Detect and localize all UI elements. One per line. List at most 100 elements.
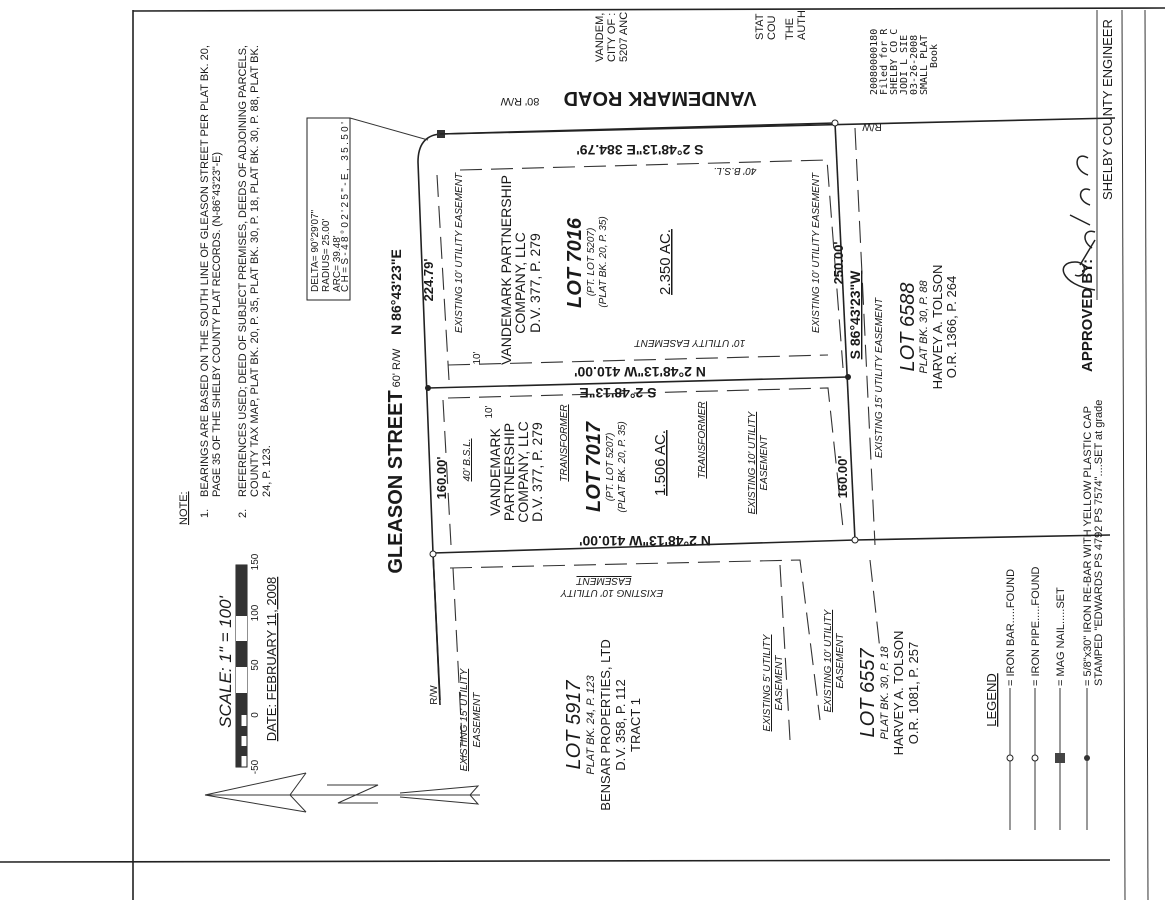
note-line: PAGE 35 OF THE SHELBY COUNTY PLAT RECORD… bbox=[211, 152, 223, 497]
lot-acreage: 1.506 AC. bbox=[652, 430, 669, 496]
lot-line: PLAT BK. 30, P. 88 bbox=[918, 280, 930, 374]
transformer-label: TRANSFORMER bbox=[697, 401, 708, 478]
stamp-line: Book bbox=[929, 44, 940, 68]
lot-line: TRACT 1 bbox=[628, 698, 643, 752]
legend: LEGEND = IRON BAR.....FOUND = IRON PIPE.… bbox=[984, 400, 1105, 830]
note-number: 2. bbox=[237, 509, 249, 518]
owner-fragment: VANDEM, CITY OF : 5207 ANC STAT COU THE … bbox=[594, 10, 808, 62]
note-line: COUNTY TAX MAP, PLAT BK. 20, P. 35, PLAT… bbox=[249, 45, 261, 497]
lot-number: LOT 7016 bbox=[564, 217, 586, 308]
east-bearing: S 86°43'23"W bbox=[847, 270, 863, 360]
north-arrow-icon bbox=[204, 772, 480, 813]
easement-label: EXISTING 10' UTILITY EASEMENT bbox=[811, 172, 822, 333]
easement-label: EXISTING 5' UTILITY bbox=[762, 633, 773, 731]
curve-line: RADIUS= 25.00' bbox=[321, 219, 332, 292]
lot-sub: (PLAT BK. 20, P. 35) bbox=[598, 216, 609, 307]
owner-line: D.V. 377, P. 279 bbox=[527, 233, 543, 333]
road-rw: 80' R/W bbox=[500, 95, 539, 107]
lot-number: LOT 5917 bbox=[563, 680, 585, 770]
plat-date: DATE: FEBRUARY 11, 2008 bbox=[264, 577, 279, 742]
easement-label: EXISTING 15' UTILITY EASEMENT bbox=[874, 297, 885, 458]
building-setback: 40' B.S.L. bbox=[462, 438, 473, 481]
scale-bar: SCALE: 1" = 100' -50 0 50 100 150 DATE: … bbox=[216, 553, 279, 774]
curve-data: DELTA= 90°29'07" RADIUS= 25.00' ARC= 39.… bbox=[306, 117, 445, 301]
note-number: 1. bbox=[199, 509, 211, 518]
lot-6588: EXISTING 15' UTILITY EASEMENT LOT 6588 P… bbox=[874, 265, 959, 458]
lot-7016: VANDEMARK PARTNERSHIP COMPANY, LLC D.V. … bbox=[454, 165, 822, 365]
easement-label: EXISTING 10' UTILITY bbox=[823, 608, 834, 712]
county-engineer-title: SHELBY COUNTY ENGINEER bbox=[1100, 19, 1115, 200]
owner-line: D.V. 377, P. 279 bbox=[529, 422, 545, 522]
stamp-line: 03-26-2008 bbox=[909, 35, 920, 95]
owner-fragment-line: CITY OF : bbox=[606, 13, 618, 62]
offset-label: 10' bbox=[472, 351, 483, 364]
curve-line: CH=S-48°02'25"-E, 35.50' bbox=[340, 122, 351, 292]
dimensions: S 2°48'13"E 384.79' 224.79' 160.00' 250.… bbox=[421, 142, 863, 549]
easement-label: EASEMENT bbox=[576, 575, 632, 586]
street-bearing: N 86°43'23"E bbox=[388, 249, 404, 335]
rw-label: R/W bbox=[862, 121, 882, 132]
mid-line-bearing: N 2°48'13"W 410.00' bbox=[574, 364, 706, 380]
lot-line: PLAT BK. 24, P. 123 bbox=[585, 674, 597, 774]
owner-line: VANDEMARK PARTNERSHIP bbox=[498, 175, 514, 365]
easement-label: EXISTING 15' UTILITY bbox=[459, 667, 470, 771]
legend-item: = 5/8"x30" IRON RE-BAR WITH YELLOW PLAST… bbox=[1082, 406, 1094, 686]
owner-line: COMPANY, LLC bbox=[512, 232, 528, 333]
recording-stamp: 20080000180 Filed for R SHELBY CO C JODI… bbox=[869, 28, 940, 95]
easement-label: EASEMENT bbox=[774, 655, 785, 711]
easement-label: 10' UTILITY EASEMENT bbox=[634, 337, 746, 348]
lot-line: D.V. 358, P. 112 bbox=[613, 679, 628, 771]
rw-label: R/W bbox=[429, 685, 440, 705]
owner-line: VANDEMARK bbox=[487, 428, 503, 516]
lot-line: BENSAR PROPERTIES, LTD bbox=[598, 639, 613, 810]
easement-label: EXISTING 10' UTILITY bbox=[559, 587, 663, 598]
stamp-line: JODI L SIE bbox=[899, 35, 910, 95]
south-line-bearing: N 2°48'13"W 410.00' bbox=[579, 533, 711, 549]
lot-sub: (PT. LOT 5207) bbox=[605, 433, 616, 502]
auth-fragment: AUTH bbox=[796, 10, 808, 40]
lot-6557: EXISTING 5' UTILITY EASEMENT EXISTING 10… bbox=[762, 608, 921, 755]
iron-bar-icon bbox=[1006, 754, 1014, 762]
county-fragment: COU bbox=[766, 16, 778, 41]
lot-line: O.R. 1366, P. 264 bbox=[944, 276, 959, 378]
lot-line: PLAT BK. 30, P. 18 bbox=[879, 646, 891, 740]
sheet-border bbox=[0, 7, 1165, 900]
lot-acreage: 2.350 AC. bbox=[657, 229, 674, 295]
approval-block: APPROVED BY: SHELBY COUNTY ENGINEER bbox=[1062, 10, 1115, 372]
offset-label: 10' bbox=[484, 405, 495, 418]
east-dimension: 250.00' bbox=[831, 242, 846, 285]
lot-line: HARVEY A. TOLSON bbox=[891, 631, 906, 756]
street-rw: 60' R/W bbox=[391, 348, 403, 387]
stamp-line: SMALL PLAT bbox=[919, 35, 930, 95]
vandemark-road: VANDEMARK ROAD 80' R/W R/W bbox=[439, 87, 1116, 135]
notes-title: NOTE: bbox=[178, 491, 190, 525]
lot-number: LOT 6588 bbox=[897, 283, 919, 372]
legend-item: = IRON BAR.....FOUND bbox=[1005, 569, 1017, 686]
mag-nail-icon bbox=[1055, 753, 1065, 763]
legend-item: = MAG NAIL.....SET bbox=[1055, 587, 1067, 686]
lot-sub: (PT. LOT 5207) bbox=[586, 228, 597, 297]
lot-line: O.R. 1081, P. 257 bbox=[906, 642, 921, 744]
lot-line: HARVEY A. TOLSON bbox=[930, 265, 945, 390]
building-setback: 40' B.S.L. bbox=[713, 165, 756, 176]
legend-title: LEGEND bbox=[984, 673, 999, 726]
easement-label: EASEMENT bbox=[472, 692, 483, 748]
easement-label: EXISTING 10' UTILITY EASEMENT bbox=[454, 172, 465, 333]
scale-tick: 100 bbox=[250, 604, 261, 621]
curve-line: ARC= 39.48' bbox=[332, 235, 343, 292]
state-fragment: STAT bbox=[754, 13, 766, 40]
gleason-street: GLEASON STREET 60' R/W N 86°43'23"E R/W bbox=[385, 133, 441, 706]
mid-line-bearing: S 2°48'13"E bbox=[579, 385, 656, 401]
easement-label: EASEMENT bbox=[759, 435, 770, 491]
scale-tick: 150 bbox=[250, 553, 261, 570]
lot-5917: EXISTING 15' UTILITY EASEMENT LOT 5917 P… bbox=[459, 639, 643, 810]
auth-fragment: THE bbox=[784, 18, 796, 40]
west-dimension: 160.00' bbox=[434, 457, 449, 500]
curve-line: DELTA= 90°29'07" bbox=[310, 209, 321, 292]
lot-boundaries bbox=[425, 119, 1111, 701]
easement-lines bbox=[436, 127, 881, 761]
legend-item: = IRON PIPE.....FOUND bbox=[1030, 566, 1042, 686]
owner-fragment-line: 5207 ANC bbox=[618, 12, 630, 62]
easement-label: EASEMENT bbox=[835, 633, 846, 689]
